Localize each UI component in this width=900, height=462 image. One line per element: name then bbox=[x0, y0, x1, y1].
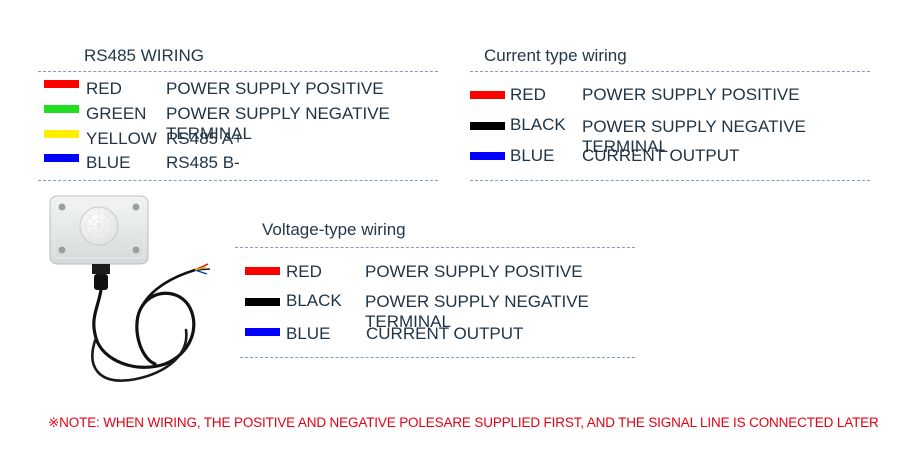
yellow-wire-swatch bbox=[44, 130, 79, 138]
rs485-color-red: RED bbox=[86, 79, 122, 98]
rs485-desc-blue: RS485 B- bbox=[166, 153, 240, 172]
current-desc-black: POWER SUPPLY NEGATIVE TERMINAL bbox=[582, 117, 806, 156]
voltage-color-black: BLACK bbox=[286, 291, 342, 310]
current-color-blue: BLUE bbox=[510, 146, 555, 165]
current-desc-blue: CURRENT OUTPUT bbox=[582, 146, 740, 165]
current-title: Current type wiring bbox=[484, 46, 627, 65]
voltage-top-divider bbox=[235, 247, 635, 248]
current-row-blue bbox=[470, 152, 505, 160]
current-top-divider bbox=[470, 71, 870, 72]
rs485-color-green: GREEN bbox=[86, 104, 147, 123]
red-wire-swatch bbox=[245, 267, 280, 275]
rs485-color-blue: BLUE bbox=[86, 153, 131, 172]
voltage-row-blue bbox=[235, 328, 280, 336]
green-wire-swatch bbox=[44, 105, 79, 113]
black-wire-swatch bbox=[245, 298, 280, 306]
rs485-row-blue bbox=[38, 154, 79, 162]
red-wire-swatch bbox=[44, 80, 79, 88]
voltage-desc-black: POWER SUPPLY NEGATIVE TERMINAL bbox=[365, 292, 589, 331]
rs485-color-yellow: YELLOW bbox=[86, 129, 157, 148]
blue-wire-swatch bbox=[470, 152, 505, 160]
current-row-black bbox=[470, 122, 505, 130]
voltage-desc-blue: CURRENT OUTPUT bbox=[366, 324, 524, 343]
current-row-red bbox=[470, 91, 505, 99]
rs485-desc-yellow: RS485 A+ bbox=[166, 129, 244, 148]
current-bottom-divider bbox=[470, 180, 870, 181]
rs485-row-yellow bbox=[38, 130, 79, 138]
black-wire-swatch bbox=[470, 122, 505, 130]
voltage-wiring-panel: Voltage-type wiring RED POWER SUPPLY POS… bbox=[235, 215, 665, 365]
current-desc-red: POWER SUPPLY POSITIVE bbox=[582, 85, 800, 104]
current-color-black: BLACK bbox=[510, 115, 566, 134]
voltage-color-blue: BLUE bbox=[286, 324, 331, 343]
rs485-top-divider bbox=[38, 71, 438, 72]
rs485-title: RS485 WIRING bbox=[84, 46, 204, 65]
red-wire-swatch bbox=[470, 91, 505, 99]
voltage-row-black bbox=[235, 298, 280, 306]
voltage-desc-red: POWER SUPPLY POSITIVE bbox=[365, 262, 583, 281]
current-color-red: RED bbox=[510, 85, 546, 104]
pir-sensor-device-icon bbox=[49, 195, 211, 382]
current-wiring-panel: Current type wiring RED POWER SUPPLY POS… bbox=[470, 42, 880, 187]
blue-wire-swatch bbox=[245, 328, 280, 336]
rs485-row-green bbox=[38, 105, 79, 113]
rs485-wiring-panel: RS485 WIRING RED POWER SUPPLY POSITIVE G… bbox=[38, 40, 463, 190]
voltage-color-red: RED bbox=[286, 262, 322, 281]
rs485-bottom-divider bbox=[38, 180, 438, 181]
wiring-note: ※NOTE: WHEN WIRING, THE POSITIVE AND NEG… bbox=[48, 415, 879, 430]
voltage-title: Voltage-type wiring bbox=[262, 220, 406, 239]
rs485-row-red bbox=[38, 80, 79, 88]
rs485-desc-green: POWER SUPPLY NEGATIVE TERMINAL bbox=[166, 104, 390, 143]
voltage-row-red bbox=[235, 267, 280, 275]
rs485-desc-red: POWER SUPPLY POSITIVE bbox=[166, 79, 384, 98]
voltage-bottom-divider bbox=[240, 357, 635, 358]
blue-wire-swatch bbox=[44, 154, 79, 162]
